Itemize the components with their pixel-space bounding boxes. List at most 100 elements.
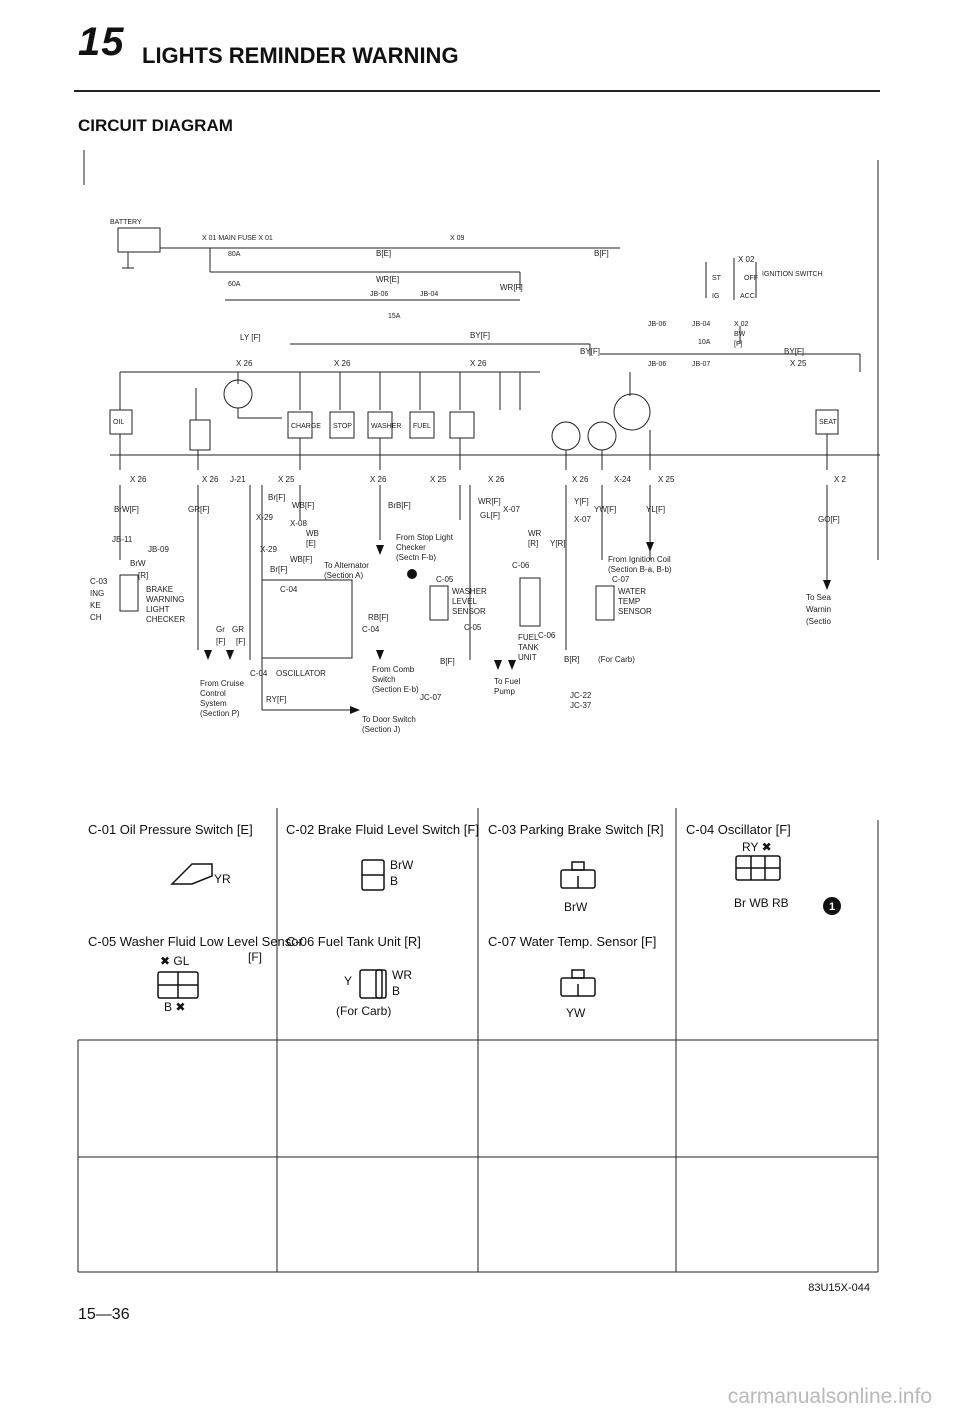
tank-label: TANK [518,643,539,652]
section-subtitle: CIRCUIT DIAGRAM [78,116,233,135]
x26-label-5: X 26 [202,475,219,484]
c02-pin1: BrW [390,858,414,872]
by-f-label-3: BY[F] [784,347,804,356]
ch-label: CH [90,613,102,622]
from-stop-light-label: From Stop Light [396,533,454,542]
level-label: LEVEL [452,597,477,606]
c01-pin: YR [214,872,231,886]
x26-label-7: X 26 [488,475,505,484]
by-f-label-2: BY[F] [580,347,600,356]
fuel-lamp-label: FUEL [413,423,431,430]
c04-bottom: Br WB RB [734,896,789,910]
jc22-label: JC-22 [570,691,592,700]
c05-label-2: C-05 [464,623,482,632]
ign-off-label: OFF [744,275,758,282]
warnin-label: Warnin [806,605,831,614]
jb11-label: JB-11 [112,535,133,544]
x29-label: X-29 [256,513,273,522]
ign-ig-label: IG [712,293,719,300]
section-p-label: (Section P) [200,709,240,718]
to-alternator-label: To Alternator [324,561,369,570]
jb04-label-2: JB-04 [692,321,710,328]
from-ign-label: From Ignition Coil [608,555,671,564]
main-fuse-label: X 01 MAIN FUSE X 01 [202,235,273,242]
f1-label: [F] [216,637,225,646]
page-number: 15—36 [78,1306,130,1323]
gr-label: Gr [216,625,225,634]
c04-label-2: C-04 [362,625,380,634]
washer-level-label: WASHER [452,587,487,596]
wire-wre-label: WR[E] [376,275,399,284]
c06-left: Y [344,974,353,988]
wire-wrf-label: WR[F] [500,283,523,292]
c05-top: ✖ GL [160,954,190,968]
bw-l-label: BrW [130,559,146,568]
c02-label: C-02 Brake Fluid Level Switch [F] [286,822,479,837]
brb-f-label: BrB[F] [388,501,411,510]
fuse-15a-label: 15A [388,313,401,320]
sect-fb-label: (Sectn F-b) [396,553,436,562]
wb-f-label: WB[F] [292,501,314,510]
c05-unit: [F] [248,950,262,964]
x09-label: X 09 [450,235,465,242]
x26-label-1: X 26 [236,359,253,368]
c04-top: RY ✖ [742,840,772,854]
c04-label-1: C-04 [280,585,298,594]
oscillator-label: OSCILLATOR [276,669,326,678]
x25-label-4: X 25 [658,475,675,484]
x02-label-2: X 02 [734,321,749,328]
c05-label: C-05 Washer Fluid Low Level Sensor [88,934,303,949]
fuel-tank-label: FUEL [518,633,539,642]
unit-label: UNIT [518,653,537,662]
jb06-label-2: JB-06 [648,321,666,328]
wb-f-label-2: WB[F] [290,555,312,564]
marker-text: 1 [829,901,835,913]
go-f-label: GO[F] [818,515,840,524]
water-label: WATER [618,587,646,596]
battery-label: BATTERY [110,219,142,226]
c06-pin2: B [392,984,401,998]
seat-lamp-label: SEAT [819,419,837,426]
yr-label: Y[R] [550,539,566,548]
f2-label: [F] [236,637,245,646]
x26-label-2: X 26 [334,359,351,368]
c05-label: C-05 [436,575,454,584]
y-f-label: Y[F] [574,497,589,506]
pump-label: Pump [494,687,515,696]
section-number: 15 [78,20,125,64]
x07-label-2: X-07 [574,515,591,524]
j21-label: J-21 [230,475,246,484]
x08-label: X-08 [290,519,307,528]
jb09-label: JB-09 [148,545,169,554]
c02-pin2: B [390,874,399,888]
c05-bottom: B ✖ [164,1000,186,1014]
ign-acc-label: ACC [740,293,755,300]
charge-lamp-label: CHARGE [291,423,321,430]
yl-f-label: YL[F] [646,505,665,514]
jc07-label: JC-07 [420,693,442,702]
br-f-label-2: Br[F] [270,565,287,574]
brw-f-label: BrW[F] [114,505,139,514]
bir-label: B[R] [564,655,580,664]
wr-label: WR [528,529,542,538]
x25-label-3: X 25 [430,475,447,484]
x25-label-2: X 25 [278,475,295,484]
c06-label: C-06 Fuel Tank Unit [R] [286,934,421,949]
for-carb-label: (For Carb) [598,655,635,664]
c06-label: C-06 [512,561,530,570]
section-j-label: (Section J) [362,725,401,734]
x07-label: X-07 [503,505,520,514]
ign-st-label: ST [712,275,722,282]
c03-pin: BrW [564,900,588,914]
control-label: Control [200,689,226,698]
c04-label-3: C-04 [250,669,268,678]
c07-label: C-07 Water Temp. Sensor [F] [488,934,657,949]
wire-bf-label: B[F] [594,249,609,258]
header-rule [74,90,880,92]
x02-label: X 02 [738,255,755,264]
from-comb-label: From Comb [372,665,415,674]
c07-pin: YW [566,1006,586,1020]
light-label: LIGHT [146,605,170,614]
c01-label: C-01 Oil Pressure Switch [E] [88,822,253,837]
to-fuel-label: To Fuel [494,677,520,686]
